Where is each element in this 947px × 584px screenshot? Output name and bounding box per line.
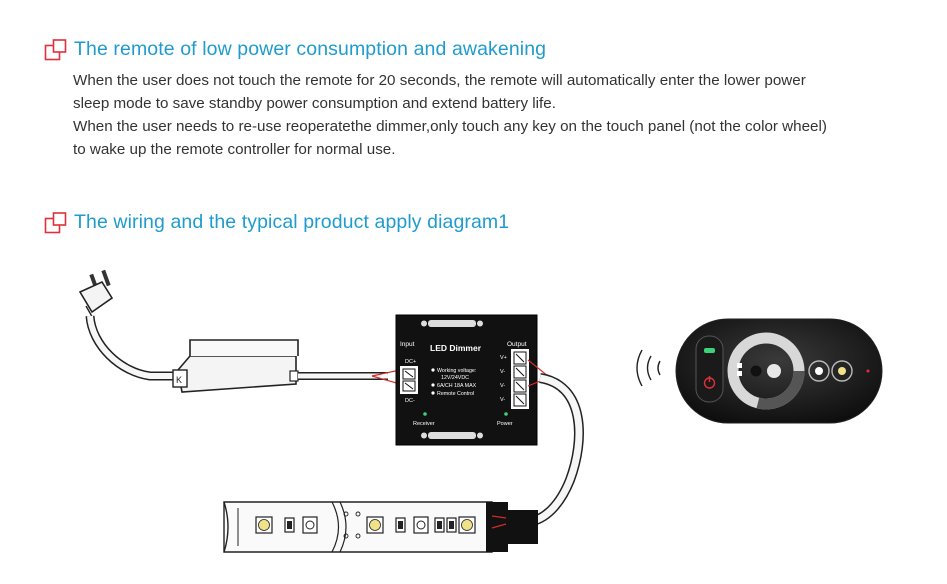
dimmer-spec-1b: 12V/24VDC: [441, 375, 469, 381]
text-line: sleep mode to save standby power consump…: [73, 94, 556, 112]
text-line: to wake up the remote controller for nor…: [73, 140, 396, 158]
dimmer-output-label: Output: [507, 341, 527, 348]
dimmer-spec-1: Working voltage:: [437, 368, 476, 374]
paragraph-wake-up: When the user needs to re-use reoperatet…: [73, 116, 933, 161]
section-title: The wiring and the typical product apply…: [74, 211, 510, 233]
dimmer-dc-minus: DC-: [405, 398, 415, 404]
dimmer-receiver-label: Receiver: [413, 421, 435, 427]
overlapping-squares-icon: [44, 211, 67, 233]
power-adapter: K: [172, 339, 299, 393]
dimmer-v-plus: V+: [500, 355, 507, 361]
led-dimmer: Input LED Dimmer Output DC+ DC- Working …: [395, 314, 538, 446]
paragraph-sleep-mode: When the user does not touch the remote …: [73, 70, 933, 115]
text-line: When the user needs to re-use reoperatet…: [73, 118, 827, 135]
led-strip: [223, 501, 538, 553]
dimmer-dc-plus: DC+: [405, 359, 416, 365]
dimmer-input-label: Input: [400, 341, 415, 348]
dimmer-v-minus: V-: [500, 369, 505, 375]
dimmer-v-minus: V-: [500, 397, 505, 403]
wireless-signal-icon: [636, 349, 661, 387]
section-heading-wiring: The wiring and the typical product apply…: [44, 211, 509, 234]
wiring-diagram: K Input LED Dimmer Output DC+ DC- Workin…: [78, 269, 883, 553]
dimmer-title: LED Dimmer: [430, 343, 482, 353]
touch-remote: [675, 318, 883, 424]
svg-text:K: K: [176, 375, 182, 385]
dimmer-power-label: Power: [497, 421, 513, 427]
overlapping-squares-icon: [44, 38, 67, 60]
dimmer-v-minus: V-: [500, 383, 505, 389]
power-plug: [78, 269, 114, 321]
dimmer-spec-2: 6A/CH 18A MAX: [437, 383, 477, 389]
section-heading-low-power: The remote of low power consumption and …: [44, 38, 546, 61]
dimmer-spec-3: Remote Control: [437, 391, 474, 397]
text-line: When the user does not touch the remote …: [73, 72, 806, 89]
section-title: The remote of low power consumption and …: [74, 38, 547, 60]
